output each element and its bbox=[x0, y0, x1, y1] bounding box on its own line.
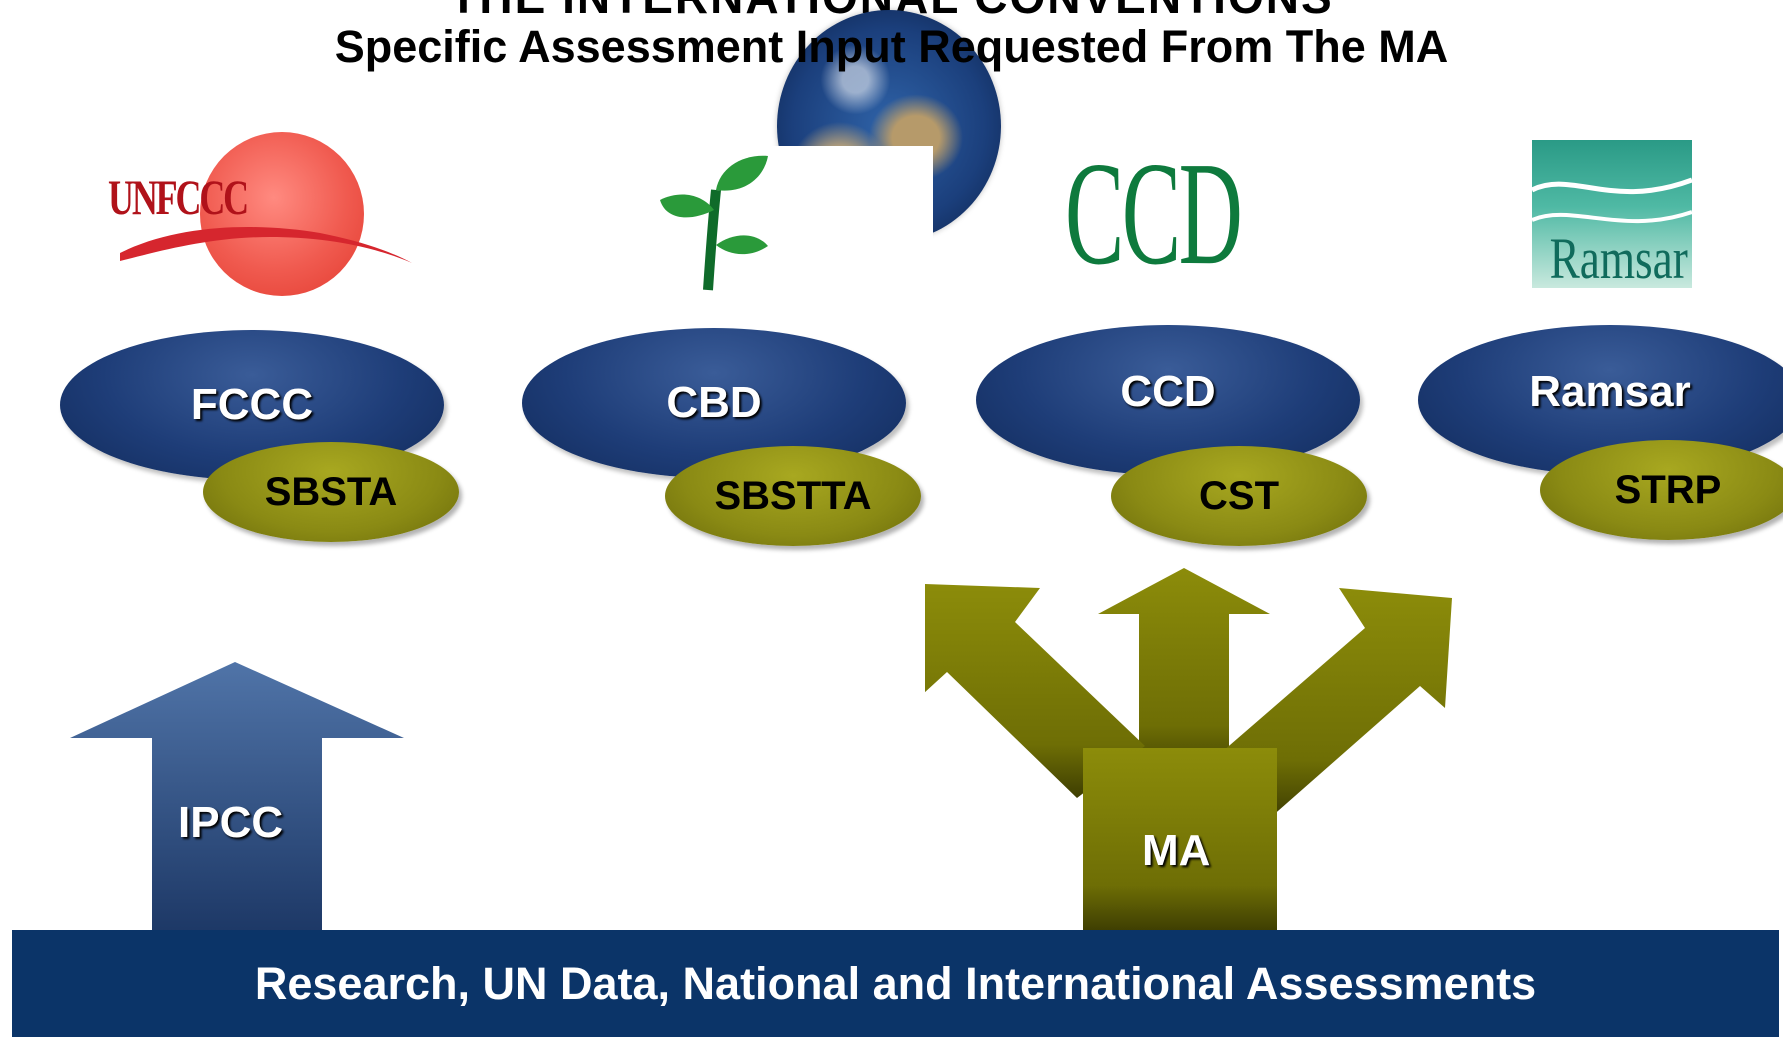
body-label: SBSTTA bbox=[714, 473, 872, 518]
ramsar-wave-icon bbox=[1532, 177, 1692, 195]
ma-three-way-arrow bbox=[925, 568, 1452, 931]
convention-label: CCD bbox=[1120, 367, 1216, 416]
convention-ccd: CCD bbox=[976, 325, 1360, 475]
unfccc-sun-icon bbox=[200, 132, 364, 296]
body-label: SBSTA bbox=[264, 469, 398, 514]
body-cst: CST bbox=[1111, 446, 1367, 546]
slide-subtitle: Specific Assessment Input Requested From… bbox=[334, 21, 1449, 72]
ramsar-logo: Ramsar bbox=[1532, 140, 1692, 288]
body-strp: STRP bbox=[1540, 440, 1783, 540]
unfccc-logo: UNFCCC bbox=[108, 128, 412, 298]
body-label: CST bbox=[1199, 473, 1279, 518]
ramsar-logo-text: Ramsar bbox=[1549, 226, 1688, 288]
unfccc-swoosh-icon bbox=[120, 227, 412, 263]
body-sbsta: SBSTA bbox=[203, 442, 459, 542]
footer-text: Research, UN Data, National and Internat… bbox=[254, 957, 1537, 1009]
body-label: STRP bbox=[1614, 467, 1722, 512]
ccd-logo: CCD bbox=[1065, 132, 1243, 296]
cbd-leaf-logo bbox=[660, 150, 770, 295]
footer-bar: Research, UN Data, National and Internat… bbox=[12, 930, 1779, 1037]
convention-label: Ramsar bbox=[1529, 367, 1691, 416]
ramsar-wave-icon bbox=[1532, 210, 1692, 224]
body-sbstta: SBSTTA bbox=[665, 446, 921, 546]
ma-label: MA bbox=[1142, 826, 1211, 875]
convention-label: CBD bbox=[666, 378, 762, 427]
unfccc-logo-text: UNFCCC bbox=[108, 169, 249, 225]
leaf-icon bbox=[660, 155, 768, 291]
ipcc-up-arrow bbox=[70, 662, 404, 933]
convention-label: FCCC bbox=[190, 380, 314, 429]
ipcc-label: IPCC bbox=[178, 798, 284, 847]
